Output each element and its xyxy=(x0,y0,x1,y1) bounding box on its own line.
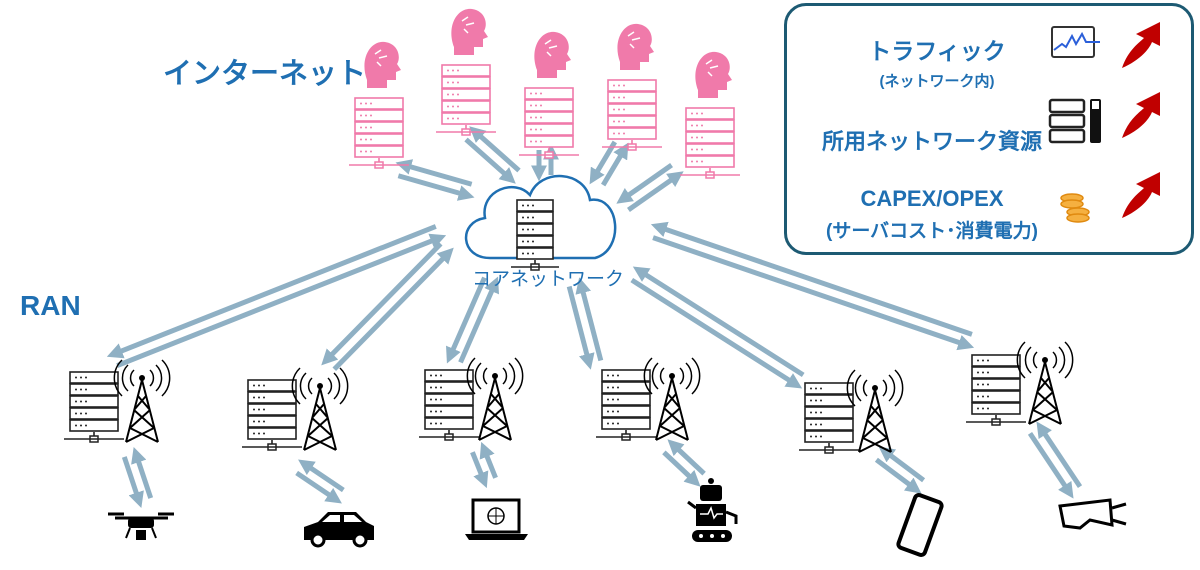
internet-server-icon xyxy=(519,87,579,159)
up-arrow-icon xyxy=(1122,22,1160,68)
bidirectional-link-arrows xyxy=(395,159,475,201)
internet-server-icon xyxy=(436,64,496,136)
bidirectional-link-arrows xyxy=(650,221,975,351)
internet-server-icon xyxy=(680,107,740,179)
bidirectional-link-arrows xyxy=(566,277,604,370)
ran-server-icon xyxy=(966,354,1026,426)
impact-legend: トラフィック (ネットワーク内) 所用ネットワーク資源 CAPEX/OPEX (… xyxy=(784,3,1194,255)
ran-server-icon xyxy=(419,369,479,441)
coins-icon xyxy=(1060,193,1090,223)
bidirectional-link-arrows xyxy=(106,224,447,368)
ai-head-icon xyxy=(534,31,571,78)
bidirectional-link-arrows xyxy=(1027,421,1083,499)
bidirectional-link-arrows xyxy=(121,447,154,508)
laptop-icon xyxy=(465,498,528,540)
cell-tower-icon xyxy=(466,357,524,441)
cell-tower-icon xyxy=(113,359,171,443)
capex-label: CAPEX/OPEX xyxy=(860,186,1004,211)
ai-head-icon xyxy=(617,23,654,70)
traffic-chart-icon xyxy=(1051,26,1100,58)
bidirectional-link-arrows xyxy=(662,439,706,487)
bidirectional-link-arrows xyxy=(464,126,521,184)
cell-tower-icon xyxy=(643,357,701,441)
smartphone-icon xyxy=(896,493,944,557)
bidirectional-link-arrows xyxy=(630,266,805,389)
bidirectional-link-arrows xyxy=(874,446,926,494)
cell-tower-icon xyxy=(1016,341,1074,425)
ai-head-icon xyxy=(695,51,732,98)
robot-icon xyxy=(687,478,738,542)
up-arrow-icon xyxy=(1122,172,1160,218)
drone-icon xyxy=(108,512,174,540)
bidirectional-link-arrows xyxy=(446,276,499,364)
legend-icons xyxy=(1048,22,1160,223)
cell-tower-icon xyxy=(291,367,349,451)
resources-label: 所用ネットワーク資源 xyxy=(821,129,1042,154)
ai-head-icon xyxy=(451,8,488,55)
capex-sub-label: (サーバコスト･消費電力) xyxy=(826,221,1038,242)
internet-server-icon xyxy=(349,97,409,169)
up-arrow-icon xyxy=(1122,92,1160,138)
bidirectional-link-arrows xyxy=(295,459,345,504)
bidirectional-link-arrows xyxy=(321,242,454,371)
ran-server-icon xyxy=(242,379,302,451)
car-icon xyxy=(304,512,374,548)
core-server-icon xyxy=(511,199,559,271)
bidirectional-link-arrows xyxy=(589,140,629,187)
traffic-sub-label: (ネットワーク内) xyxy=(879,73,995,90)
bidirectional-link-arrows xyxy=(616,163,684,212)
server-rack-icon xyxy=(1048,98,1101,144)
ran-server-icon xyxy=(596,369,656,441)
ran-server-icon xyxy=(799,382,859,454)
internet-server-icon xyxy=(602,79,662,151)
ran-label: RAN xyxy=(20,290,81,321)
vr-glasses-icon xyxy=(1058,498,1127,530)
internet-label: インターネット xyxy=(163,58,367,90)
cell-tower-icon xyxy=(846,369,904,453)
core-network-label: コアネットワーク xyxy=(472,269,625,290)
ai-head-icon xyxy=(364,41,401,88)
traffic-label: トラフィック xyxy=(868,38,1006,64)
bidirectional-link-arrows xyxy=(470,441,498,489)
ran-server-icon xyxy=(64,371,124,443)
